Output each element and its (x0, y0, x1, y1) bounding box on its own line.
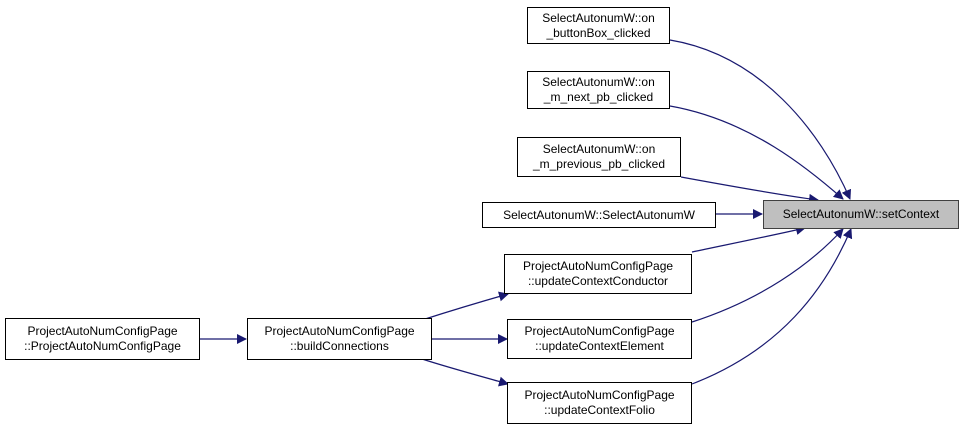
node-label-line: ProjectAutoNumConfigPage (27, 324, 178, 338)
node-label-line: SelectAutonumW::setContext (782, 207, 940, 221)
edge-buildconnections-to-updatefolio (421, 358, 509, 387)
node-label-line: ::buildConnections (290, 339, 389, 353)
node-label-line: SelectAutonumW::on (542, 142, 656, 156)
node-on-m-next-pb-clicked[interactable]: SelectAutonumW::on _m_next_pb_clicked (527, 71, 670, 109)
node-label-line: _m_previous_pb_clicked (532, 157, 666, 171)
node-label-line: ProjectAutoNumConfigPage (524, 388, 675, 402)
node-on-m-previous-pb-clicked[interactable]: SelectAutonumW::on _m_previous_pb_clicke… (517, 137, 681, 177)
node-selectautonumw-ctor[interactable]: SelectAutonumW::SelectAutonumW (482, 202, 716, 228)
node-setcontext[interactable]: SelectAutonumW::setContext (763, 200, 959, 229)
node-label-line: ::updateContextConductor (527, 274, 669, 288)
node-label-line: ::ProjectAutoNumConfigPage (24, 339, 181, 353)
node-label-line: ProjectAutoNumConfigPage (524, 324, 675, 338)
node-update-context-element[interactable]: ProjectAutoNumConfigPage ::updateContext… (507, 319, 692, 359)
node-label-line: ::updateContextElement (535, 339, 664, 353)
edge-on-next-to-setcontext (669, 105, 844, 200)
node-update-context-conductor[interactable]: ProjectAutoNumConfigPage ::updateContext… (504, 254, 692, 294)
edge-on-previous-to-setcontext (680, 176, 819, 204)
edge-updateconductor-to-setcontext (691, 225, 806, 253)
node-label-line: SelectAutonumW::SelectAutonumW (503, 207, 695, 222)
node-label-line: _buttonBox_clicked (546, 25, 651, 40)
node-build-connections[interactable]: ProjectAutoNumConfigPage ::buildConnecti… (247, 318, 432, 360)
node-label-line: SelectAutonumW::on (542, 75, 655, 89)
node-label-line: ::updateContextFolio (544, 403, 655, 417)
edge-buildconnections-to-updateconductor (421, 291, 509, 321)
node-label-line: ProjectAutoNumConfigPage (264, 324, 415, 338)
edge-updatefolio-to-setcontext (691, 228, 853, 385)
node-on-buttonbox-clicked[interactable]: SelectAutonumW::on _buttonBox_clicked (527, 7, 670, 44)
node-project-autonum-config-page-ctor[interactable]: ProjectAutoNumConfigPage ::ProjectAutoNu… (5, 318, 200, 360)
node-label-line: ProjectAutoNumConfigPage (522, 259, 674, 273)
edge-on-buttonbox-to-setcontext (669, 39, 851, 200)
node-update-context-folio[interactable]: ProjectAutoNumConfigPage ::updateContext… (507, 382, 692, 424)
node-label-line: _m_next_pb_clicked (543, 90, 654, 104)
edge-updateelement-to-setcontext (691, 228, 844, 323)
node-label-line: SelectAutonumW::on (542, 10, 655, 25)
